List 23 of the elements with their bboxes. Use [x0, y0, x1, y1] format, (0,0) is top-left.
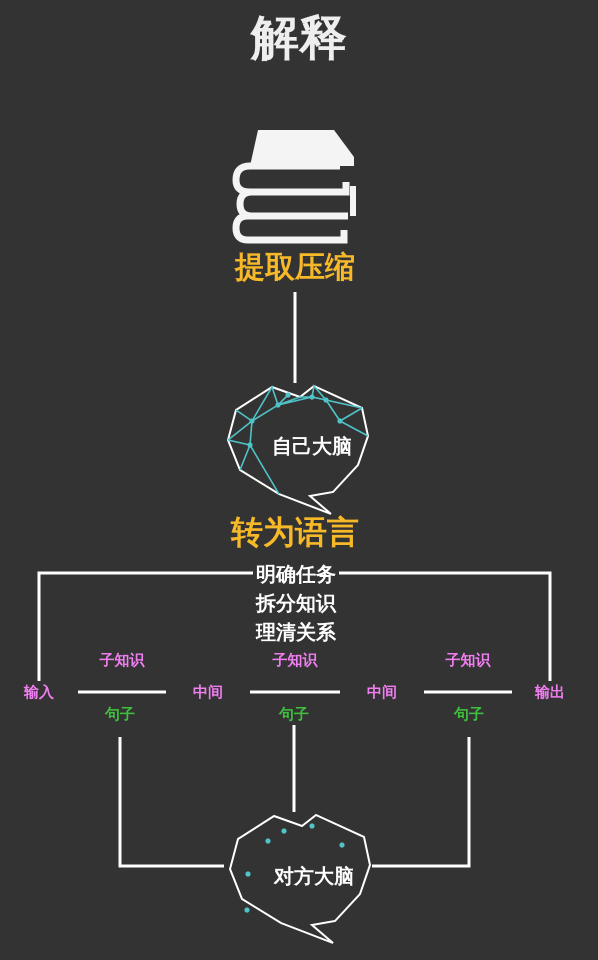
- connector-line: [339, 572, 552, 681]
- node-label: 中间: [166, 681, 250, 703]
- edge-label: 子知识: [444, 650, 492, 671]
- node-label: 输入: [0, 681, 78, 703]
- connector-line: [424, 690, 512, 694]
- node-label: 句子: [100, 703, 140, 725]
- edge-label: 子知识: [272, 650, 319, 671]
- node-label: 中间: [340, 681, 424, 703]
- connector-line: [372, 737, 470, 868]
- title: 解释: [249, 9, 348, 68]
- node-label: 对方大脑: [272, 863, 355, 890]
- node-label: 提取压缩: [234, 249, 356, 287]
- connector-line: [118, 737, 224, 868]
- node-label: 句子: [449, 703, 489, 725]
- node-label: 明确任务拆分知识理清关系: [253, 560, 339, 648]
- node-label: 输出: [512, 681, 588, 703]
- connector-line: [38, 572, 253, 681]
- connector-line: [78, 690, 166, 694]
- connector-line: [250, 690, 340, 694]
- node-label: 自己大脑: [271, 433, 353, 460]
- node-label: 句子: [274, 703, 314, 725]
- heading-label: 转为语言: [230, 512, 360, 553]
- edge-label: 子知识: [98, 650, 146, 671]
